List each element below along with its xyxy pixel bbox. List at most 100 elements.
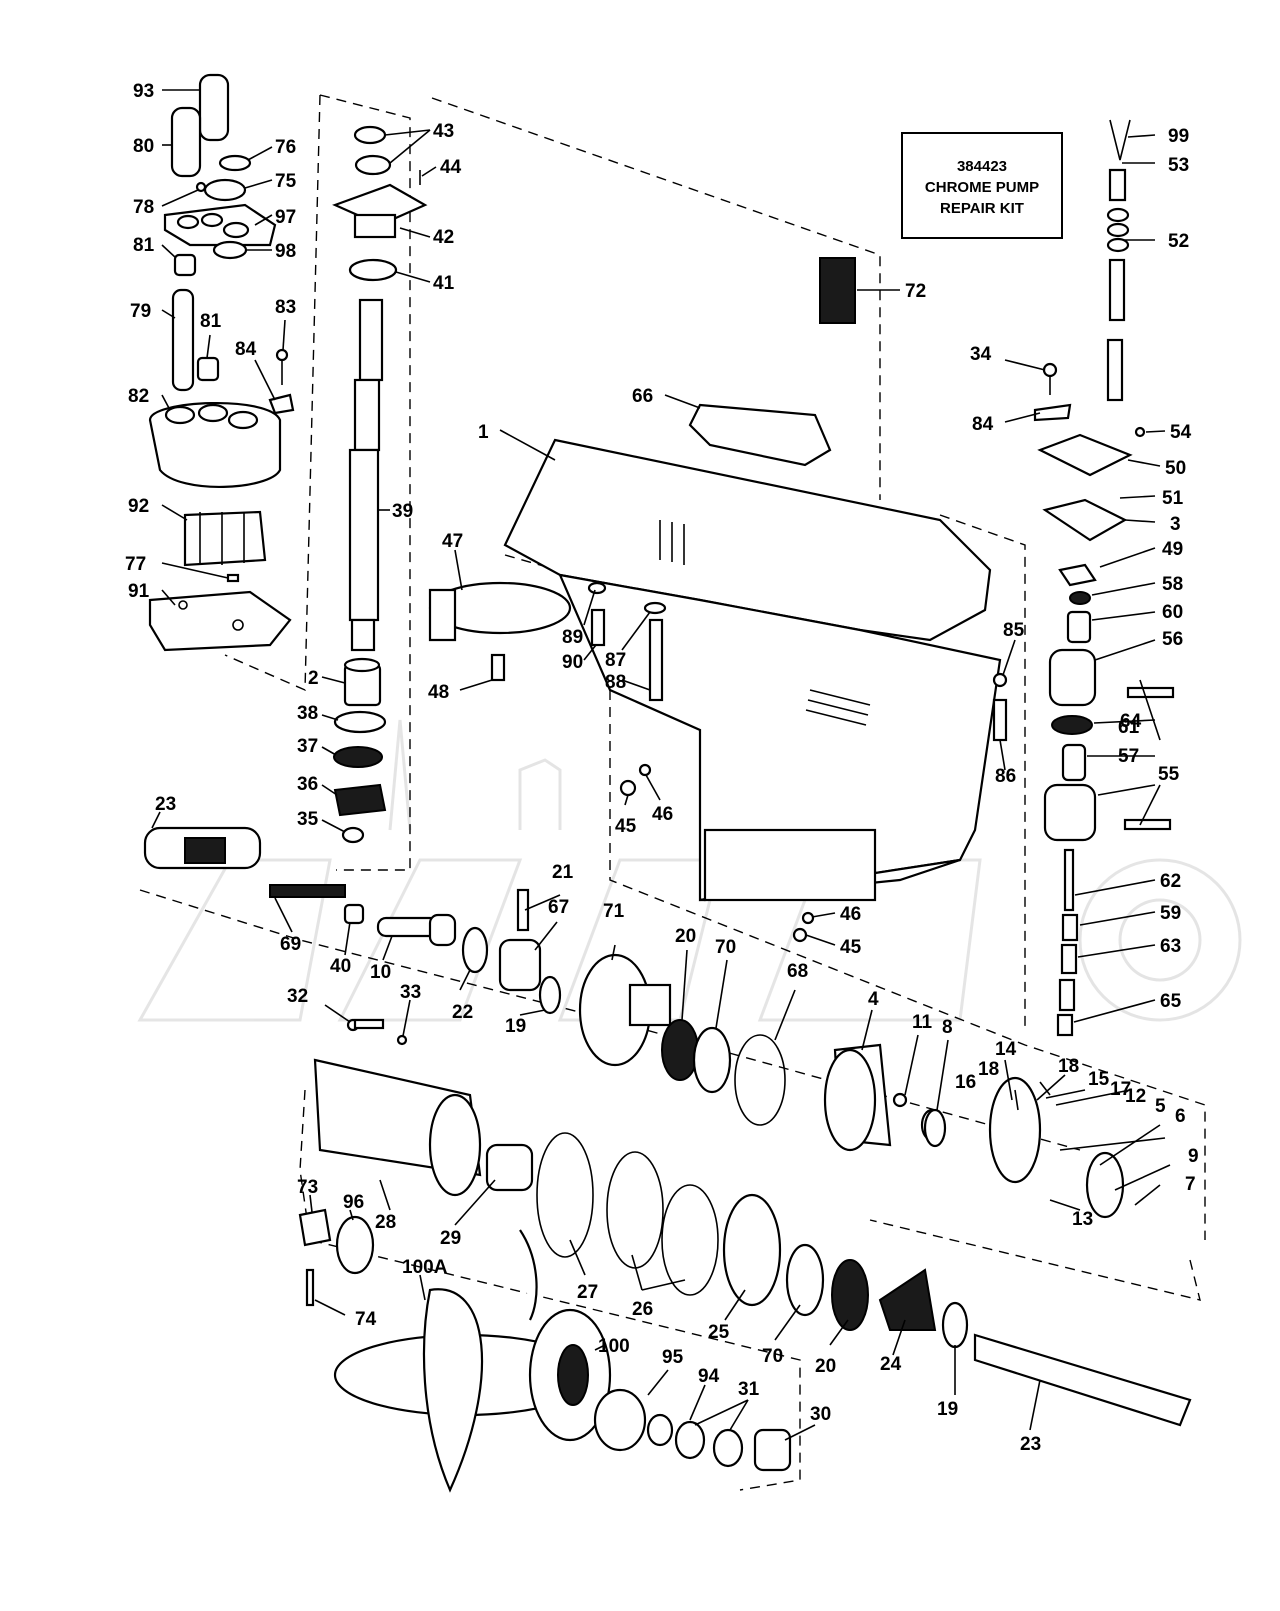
label-55: 55 — [1158, 764, 1180, 785]
label-80: 80 — [133, 136, 154, 157]
label-18b: 18 — [978, 1059, 999, 1080]
label-67: 67 — [548, 897, 569, 918]
label-52: 52 — [1168, 231, 1189, 252]
label-86: 86 — [995, 766, 1016, 787]
leader-lines — [151, 89, 1171, 1441]
label-99: 99 — [1168, 126, 1189, 147]
label-45b: 45 — [840, 937, 862, 958]
label-42: 42 — [433, 227, 454, 248]
label-5: 5 — [1155, 1096, 1166, 1117]
label-46b: 46 — [840, 904, 861, 925]
label-92: 92 — [128, 496, 149, 517]
label-76: 76 — [275, 137, 296, 158]
label-27: 27 — [577, 1282, 598, 1303]
label-77: 77 — [125, 554, 146, 575]
label-66: 66 — [632, 386, 653, 407]
repair-kit-box: 384423 CHROME PUMP REPAIR KIT — [901, 132, 1063, 239]
label-83: 83 — [275, 297, 296, 318]
label-3: 3 — [1170, 514, 1181, 535]
label-62: 62 — [1160, 871, 1181, 892]
label-88: 88 — [605, 672, 626, 693]
label-73: 73 — [297, 1177, 318, 1198]
parts — [143, 73, 1192, 1493]
kit-number: 384423 — [957, 158, 1007, 175]
label-65: 65 — [1160, 991, 1182, 1012]
label-89: 89 — [562, 627, 583, 648]
label-63: 63 — [1160, 936, 1181, 957]
label-93: 93 — [133, 81, 154, 102]
label-100: 100 — [598, 1336, 630, 1357]
label-85: 85 — [1003, 620, 1025, 641]
label-74: 74 — [355, 1309, 377, 1330]
label-26: 26 — [632, 1299, 653, 1320]
label-84b: 84 — [972, 414, 994, 435]
label-75: 75 — [275, 171, 297, 192]
label-31: 31 — [738, 1379, 760, 1400]
label-39: 39 — [392, 501, 413, 522]
label-23: 23 — [155, 794, 176, 815]
label-6: 6 — [1175, 1106, 1186, 1127]
label-70: 70 — [715, 937, 736, 958]
label-64: 64 — [1120, 711, 1142, 732]
label-79: 79 — [130, 301, 151, 322]
label-43: 43 — [433, 121, 454, 142]
label-13: 13 — [1072, 1209, 1093, 1230]
label-38: 38 — [297, 703, 318, 724]
label-19b: 19 — [937, 1399, 958, 1420]
label-40: 40 — [330, 956, 351, 977]
label-50: 50 — [1165, 458, 1186, 479]
label-90: 90 — [562, 652, 583, 673]
kit-line-3: REPAIR KIT — [940, 200, 1024, 217]
label-72: 72 — [905, 281, 926, 302]
label-8: 8 — [942, 1017, 953, 1038]
label-10: 10 — [370, 962, 391, 983]
label-78: 78 — [133, 197, 154, 218]
label-61: 61 — [1118, 717, 1140, 738]
label-1: 1 — [478, 422, 489, 443]
label-49: 49 — [1162, 539, 1183, 560]
label-25: 25 — [708, 1322, 730, 1343]
label-46: 46 — [652, 804, 673, 825]
label-30: 30 — [810, 1404, 831, 1425]
label-47: 47 — [442, 531, 463, 552]
label-59: 59 — [1160, 903, 1181, 924]
label-33: 33 — [400, 982, 421, 1003]
label-94: 94 — [698, 1366, 720, 1387]
label-14: 14 — [995, 1039, 1017, 1060]
label-58: 58 — [1162, 574, 1183, 595]
label-54: 54 — [1170, 422, 1192, 443]
label-51: 51 — [1162, 488, 1184, 509]
label-81b: 81 — [200, 311, 222, 332]
label-20: 20 — [675, 926, 696, 947]
label-29: 29 — [440, 1228, 461, 1249]
label-15: 15 — [1088, 1069, 1110, 1090]
label-32: 32 — [287, 986, 308, 1007]
label-44: 44 — [440, 157, 462, 178]
label-9: 9 — [1188, 1146, 1199, 1167]
label-69: 69 — [280, 934, 301, 955]
label-57: 57 — [1118, 746, 1139, 767]
label-91: 91 — [128, 581, 150, 602]
label-71: 71 — [603, 901, 625, 922]
label-81: 81 — [133, 235, 155, 256]
label-96: 96 — [343, 1192, 364, 1213]
label-23b: 23 — [1020, 1434, 1041, 1455]
label-98: 98 — [275, 241, 296, 262]
label-18: 18 — [1058, 1056, 1079, 1077]
label-84: 84 — [235, 339, 257, 360]
label-4: 4 — [868, 989, 879, 1010]
label-45: 45 — [615, 816, 637, 837]
label-24: 24 — [880, 1354, 902, 1375]
kit-line-2: CHROME PUMP — [925, 179, 1039, 196]
label-17: 17 — [1110, 1079, 1131, 1100]
label-36: 36 — [297, 774, 318, 795]
label-53: 53 — [1168, 155, 1189, 176]
label-60: 60 — [1162, 602, 1183, 623]
label-100a: 100A — [402, 1257, 448, 1278]
label-56: 56 — [1162, 629, 1183, 650]
label-22: 22 — [452, 1002, 473, 1023]
label-35: 35 — [297, 809, 319, 830]
label-34: 34 — [970, 344, 992, 365]
label-2: 2 — [308, 668, 319, 689]
